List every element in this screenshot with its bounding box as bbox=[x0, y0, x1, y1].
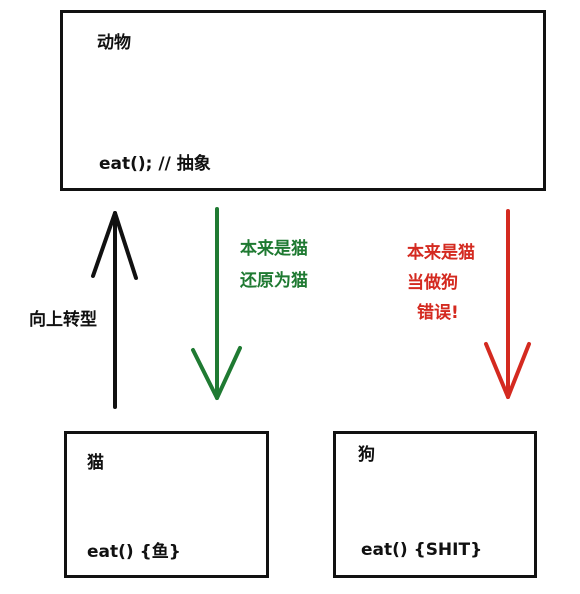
cat-class-box: 猫 eat() {鱼} bbox=[64, 431, 269, 578]
downcast-ok-label: 本来是猫 还原为猫 bbox=[240, 241, 308, 290]
downcast-error-line-1: 本来是猫 bbox=[407, 243, 475, 263]
animal-class-title: 动物 bbox=[97, 33, 131, 53]
downcast-ok-arrow bbox=[191, 207, 242, 400]
animal-eat-method: eat(); // 抽象 bbox=[99, 154, 211, 174]
downcast-ok-line-1: 本来是猫 bbox=[240, 239, 308, 259]
downcast-error-arrow bbox=[484, 209, 531, 399]
dog-eat-method: eat() {SHIT} bbox=[361, 540, 483, 560]
downcast-error-line-2: 当做狗 bbox=[407, 273, 458, 293]
upcast-arrow bbox=[91, 211, 138, 409]
dog-class-title: 狗 bbox=[358, 445, 375, 465]
downcast-error-label: 本来是猫 当做狗 错误! bbox=[407, 245, 475, 322]
cat-eat-method: eat() {鱼} bbox=[87, 542, 181, 562]
upcast-label-text: 向上转型 bbox=[29, 310, 97, 330]
animal-class-box: 动物 eat(); // 抽象 bbox=[60, 10, 546, 191]
upcast-label: 向上转型 bbox=[29, 312, 97, 329]
cat-class-title: 猫 bbox=[87, 453, 104, 473]
downcast-error-line-3: 错误! bbox=[417, 303, 459, 323]
downcast-ok-line-2: 还原为猫 bbox=[240, 271, 308, 291]
dog-class-box: 狗 eat() {SHIT} bbox=[333, 431, 537, 578]
